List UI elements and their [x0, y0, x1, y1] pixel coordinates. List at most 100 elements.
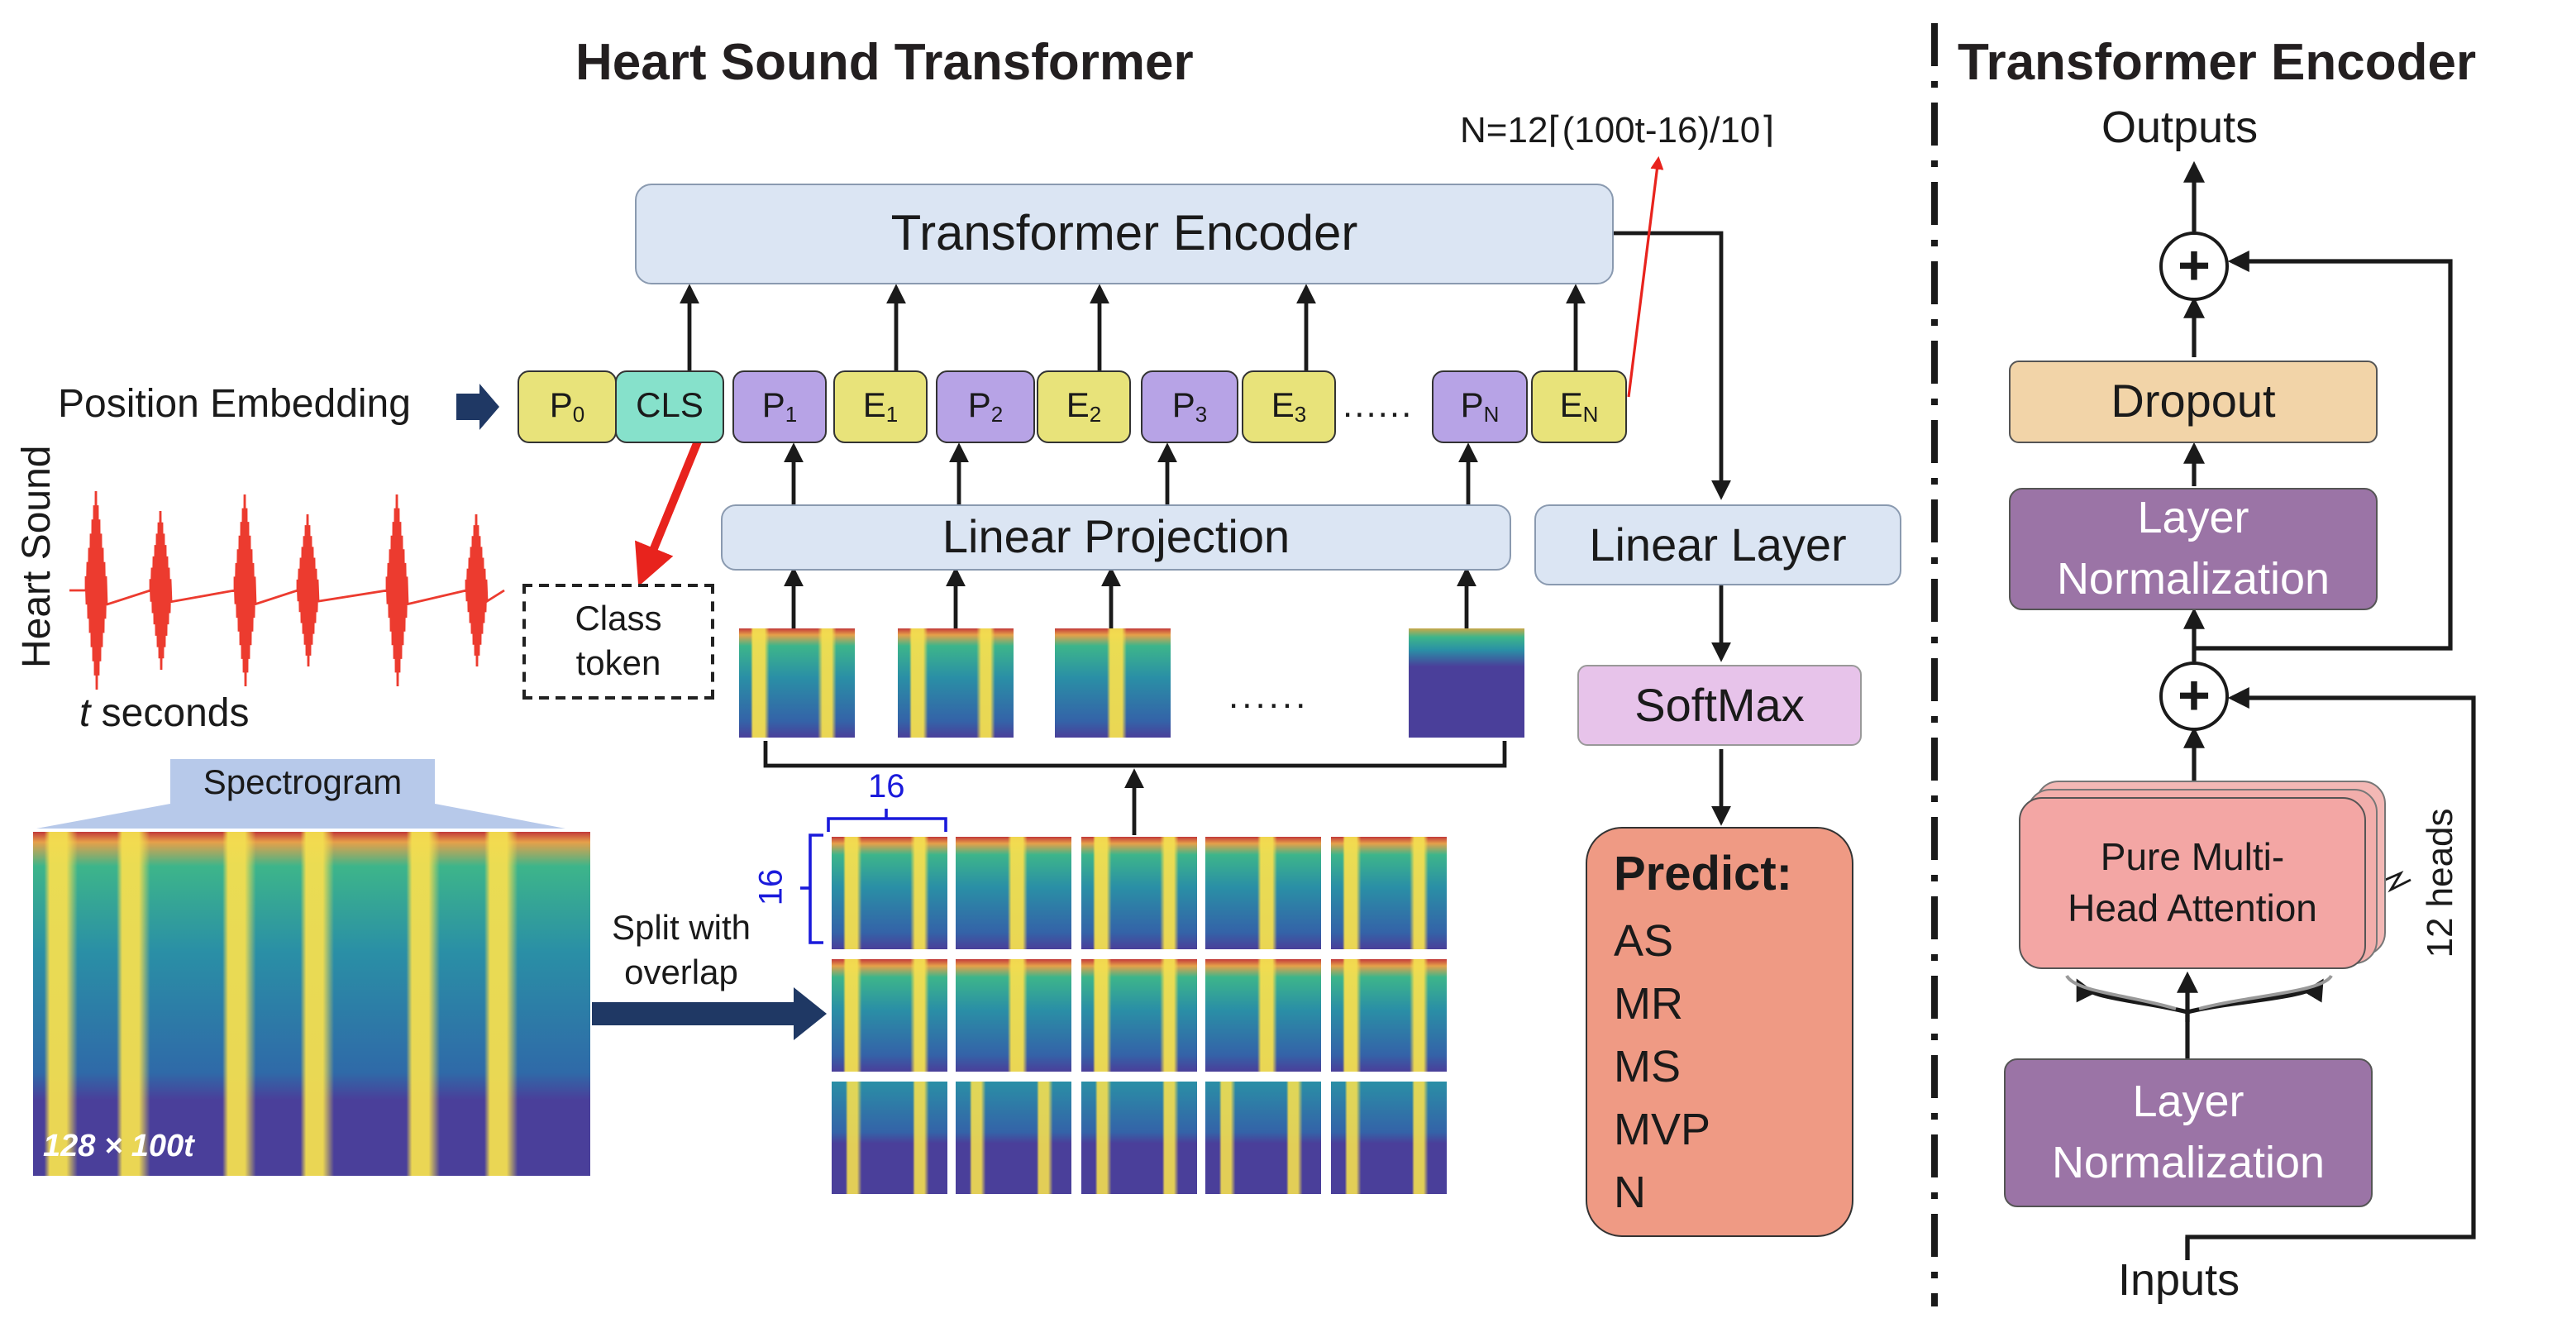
layer-norm-bottom-line2: Normalization	[2051, 1138, 2326, 1187]
arrows-left	[680, 231, 1731, 835]
token-sub: 1	[785, 401, 798, 426]
token-base: P	[549, 387, 573, 425]
token-ellipsis: ......	[1343, 384, 1414, 425]
class-token-box: Class token	[522, 584, 714, 700]
waveform-path	[69, 490, 505, 690]
add-node-bottom: +	[2159, 662, 2229, 731]
t-seconds-label: t seconds	[79, 691, 249, 738]
seconds-text: seconds	[90, 691, 250, 736]
token-base: E	[1559, 387, 1583, 425]
multi-head-attention-box: Pure Multi- Head Attention	[2019, 797, 2366, 969]
arrows-right	[2076, 160, 2476, 1260]
add-node-top: +	[2159, 232, 2229, 301]
predict-class-item: MVP	[1614, 1105, 1711, 1154]
split-line1: Split with	[611, 910, 751, 948]
token-sub: N	[1582, 401, 1599, 426]
outputs-label: Outputs	[2101, 103, 2259, 152]
grid-patch	[956, 837, 1071, 949]
patch-2	[898, 628, 1014, 738]
full-spectrogram: 128 × 100t	[33, 832, 590, 1176]
token-sub: 1	[885, 401, 899, 426]
patch-1	[739, 628, 855, 738]
token-sub: 3	[1294, 401, 1307, 426]
main-title: Heart Sound Transformer	[575, 33, 1194, 91]
split-with-overlap-label: Split with overlap	[599, 906, 764, 996]
grid-patch	[956, 959, 1071, 1072]
heart-sound-label: Heart Sound	[15, 445, 60, 668]
split-arrow	[592, 987, 827, 1040]
linear-layer-box: Linear Layer	[1534, 504, 1901, 585]
predict-heading: Predict:	[1614, 848, 1792, 901]
layer-norm-bottom-box: Layer Normalization	[2004, 1058, 2373, 1207]
predict-box: Predict: AS MR MS MVP N	[1586, 827, 1853, 1237]
spectrogram-size-label: 128 × 100t	[43, 1130, 194, 1164]
token-base: P	[1171, 387, 1195, 425]
patch-width-label: 16	[868, 769, 905, 805]
predict-class-item: MS	[1614, 1042, 1681, 1091]
spectrogram-banner	[36, 759, 565, 829]
layer-norm-bottom-line1: Layer	[2132, 1077, 2244, 1126]
grid-patch	[1205, 837, 1321, 949]
predict-class-item: N	[1614, 1168, 1646, 1217]
class-token-line1: Class	[575, 600, 662, 638]
heads-label: 12 heads	[2419, 808, 2460, 958]
grid-patch	[832, 959, 947, 1072]
attention-line2: Head Attention	[2068, 886, 2317, 929]
patch-3	[1055, 628, 1171, 738]
grid-patch	[1205, 959, 1321, 1072]
grid-patch	[1331, 1082, 1447, 1194]
linear-projection-box: Linear Projection	[721, 504, 1511, 571]
layer-norm-top-line2: Normalization	[2056, 554, 2330, 604]
layer-norm-top-line1: Layer	[2137, 493, 2249, 542]
formula-pointer-arrow	[1627, 155, 1664, 398]
grid-patch	[832, 1082, 947, 1194]
token-base: E	[862, 387, 886, 425]
token-base: P	[761, 387, 785, 425]
token-sub: 0	[572, 401, 585, 426]
layer-norm-top-box: Layer Normalization	[2009, 488, 2378, 610]
heads-pointer	[2377, 871, 2411, 893]
token-base: P	[1460, 387, 1484, 425]
softmax-box: SoftMax	[1577, 665, 1862, 746]
grid-patch	[1081, 837, 1197, 949]
token-sub: 3	[1195, 401, 1208, 426]
split-line2: overlap	[624, 954, 738, 992]
grid-patch	[1081, 959, 1197, 1072]
attention-line1: Pure Multi-	[2100, 835, 2285, 878]
patch-height-label: 16	[753, 868, 790, 906]
spectrogram-label: Spectrogram	[203, 764, 403, 802]
position-embedding-label: Position Embedding	[58, 382, 411, 427]
patch-n	[1409, 628, 1524, 738]
predict-class-item: AS	[1614, 916, 1674, 966]
encoder-detail-title: Transformer Encoder	[1958, 33, 2477, 91]
token-base: E	[1271, 387, 1295, 425]
grid-patch	[1331, 837, 1447, 949]
n-formula: N=12⌈(100t-16)/10⌉	[1460, 109, 1775, 150]
grid-patch	[1331, 959, 1447, 1072]
token-base: CLS	[636, 387, 704, 425]
token-1: CLS	[615, 370, 724, 443]
token-sub: N	[1483, 401, 1500, 426]
token-sub: 2	[1089, 401, 1102, 426]
predict-classes: AS MR MS MVP N	[1614, 910, 1852, 1224]
cls-to-class-token-arrow	[635, 432, 705, 587]
token-base: E	[1066, 387, 1090, 425]
transformer-encoder-box: Transformer Encoder	[635, 184, 1614, 284]
patch-ellipsis: ......	[1228, 675, 1309, 716]
attention-shadow-lines	[2065, 974, 2333, 1010]
predict-class-item: MR	[1614, 979, 1683, 1029]
position-embedding-arrow	[456, 384, 499, 430]
token-base: P	[967, 387, 991, 425]
grid-patch	[1081, 1082, 1197, 1194]
t-variable: t	[79, 691, 91, 736]
